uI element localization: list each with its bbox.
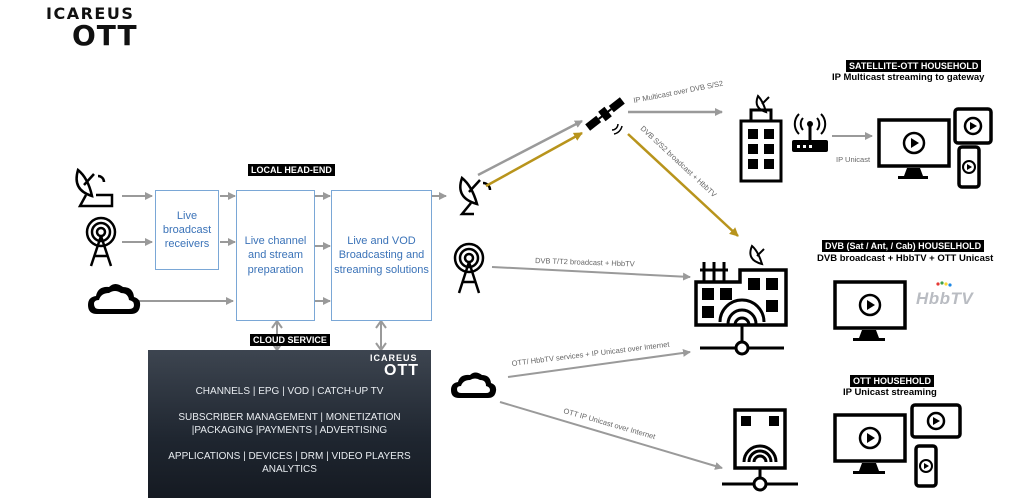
arrow-cloud-to-dvb <box>507 348 691 378</box>
label-ip-unicast: IP Unicast <box>836 155 871 164</box>
internet-cloud-icon <box>451 372 497 398</box>
cloud-icon <box>88 284 141 314</box>
label-dvb-t: DVB T/T2 broadcast + HbbTV <box>535 256 635 268</box>
dvb-household-tv-icon <box>833 280 907 341</box>
satellite-household-building-icon <box>739 94 783 183</box>
ott-household-title: OTT HOUSEHOLD <box>850 375 934 387</box>
hbbtv-dots <box>936 281 952 287</box>
cloud-service-panel: ICAREUS OTT CHANNELS | EPG | VOD | CATCH… <box>148 350 431 498</box>
arrow-tower-to-dvb <box>491 266 691 281</box>
panel-line-applications: APPLICATIONS | DEVICES | DRM | VIDEO PLA… <box>168 451 411 462</box>
satellite-icon <box>585 97 625 131</box>
icareus-ott-logo: ICAREUS OTT <box>46 6 138 50</box>
sat-household-tablet-icon <box>953 107 993 145</box>
router-icon <box>792 113 828 152</box>
panel-logo-line1: ICAREUS <box>370 353 418 363</box>
uplink-dish-icon <box>459 175 492 216</box>
sat-household-tv-icon <box>877 118 951 179</box>
terrestrial-tower-icon <box>453 242 485 294</box>
cloud-service-tag: CLOUD SERVICE <box>250 334 330 346</box>
receivers-box: Live broadcast receivers <box>155 190 219 270</box>
label-ip-multicast: IP Multicast over DVB S/S2 <box>633 79 724 105</box>
panel-logo: ICAREUS OTT <box>370 354 419 379</box>
preparation-box: Live channel and stream preparation <box>236 190 315 321</box>
label-dvb-s2: DVB S/S2 broadcast + HbbTV <box>639 124 719 199</box>
dvb-household-title: DVB (Sat / Ant, / Cab) HOUSELHOLD <box>822 240 985 252</box>
satellite-household-title: SATELLITE-OTT HOUSEHOLD <box>846 60 982 72</box>
ott-household-subtitle: IP Unicast streaming <box>843 387 937 398</box>
sat-household-phone-icon <box>957 145 981 189</box>
panel-logo-line2: OTT <box>384 362 419 379</box>
ott-household-phone-icon <box>914 444 938 488</box>
panel-line-packaging: |PACKAGING |PAYMENTS | ADVERTISING <box>191 425 388 436</box>
broadcast-tower-icon <box>85 216 117 267</box>
arrow-cloud-to-ott <box>499 401 723 470</box>
label-ott-hbbtv: OTT/ HbbTV services + IP Unicast over In… <box>511 340 671 368</box>
local-headend-tag: LOCAL HEAD-END <box>248 164 335 176</box>
input-arrows <box>122 192 447 305</box>
broadcasting-box: Live and VOD Broadcasting and streaming … <box>331 190 432 321</box>
ott-household-tablet-icon <box>910 403 962 439</box>
signal-waves-icon <box>611 123 623 135</box>
satellite-household-subtitle: IP Multicast streaming to gateway <box>832 72 985 83</box>
ott-household-building-icon <box>722 408 798 492</box>
satellite-dish-icon <box>75 167 114 208</box>
dvb-household-subtitle: DVB broadcast + HbbTV + OTT Unicast <box>817 253 994 264</box>
panel-line-channels: CHANNELS | EPG | VOD | CATCH-UP TV <box>195 386 384 397</box>
hbbtv-logo: HbbTV <box>916 289 974 308</box>
arrow-uplink-gold <box>485 131 583 188</box>
arrow-satellite-to-dvb <box>627 133 739 237</box>
arrow-uplink-gray <box>477 119 583 177</box>
panel-line-analytics: ANALYTICS <box>262 464 317 475</box>
dvb-household-building-icon <box>694 244 788 356</box>
panel-line-subscriber: SUBSCRIBER MANAGEMENT | MONETIZATION <box>178 412 401 423</box>
ott-household-tv-icon <box>833 413 907 474</box>
logo-line2: OTT <box>72 19 138 52</box>
logo-line1: ICAREUS <box>46 4 135 23</box>
